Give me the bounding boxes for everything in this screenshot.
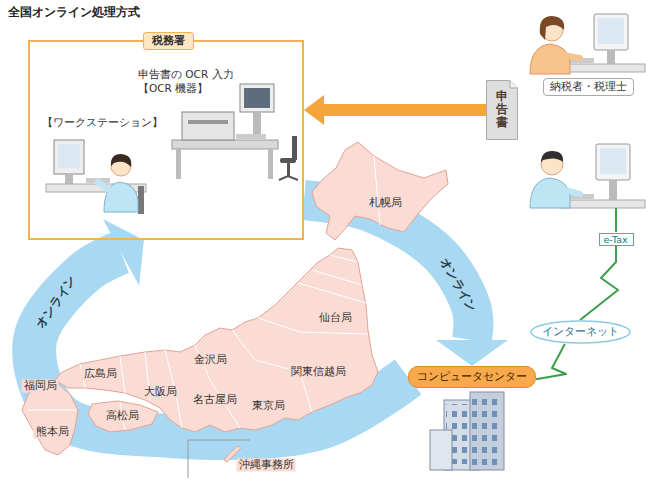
node-text: インターネット (542, 325, 619, 339)
keyboard (236, 134, 266, 139)
region-label: 仙台局 (317, 311, 354, 324)
prefecture-line (298, 283, 366, 303)
chair-base (279, 176, 298, 180)
kyushu-island (22, 384, 78, 455)
ocr-device (182, 112, 234, 140)
person-body (530, 178, 570, 208)
person-hair (541, 151, 563, 163)
prefecture-line (312, 270, 362, 285)
prefecture-line (120, 356, 125, 393)
region-label: 札幌局 (367, 196, 404, 209)
role-label: 納税者・税理士 (543, 78, 634, 96)
person-arm (558, 188, 580, 194)
region-label: 熊本局 (34, 425, 71, 438)
tax-office-box: 税務署申告書の OCR 入力 【OCR 機器】【ワークステーション】 (28, 40, 304, 240)
connector-line (536, 344, 566, 379)
person-arm (558, 54, 580, 58)
node-text: 【ワークステーション】 (42, 116, 163, 130)
arrow-head (304, 95, 324, 125)
accountant-figure (530, 144, 645, 232)
chair-back (138, 186, 144, 214)
workstation-operator (46, 140, 146, 214)
network-wire (615, 208, 617, 232)
region-label: 金沢局 (192, 353, 229, 366)
monitor-stand (253, 112, 261, 134)
etax-tag: e-Tax (599, 233, 634, 246)
ocr-slot (188, 120, 228, 124)
node-text: 税務署 (143, 32, 194, 50)
computer-center-building (430, 392, 504, 470)
diagram-title: 全国オンライン処理方式 (8, 5, 140, 20)
connector (304, 95, 486, 125)
taxpayer-figure (530, 14, 645, 74)
node-text: 申告書の OCR 入力 【OCR 機器】 (138, 68, 242, 95)
region-label: 福岡局 (22, 379, 59, 392)
connector-line (324, 104, 486, 116)
desk (560, 200, 645, 208)
prefecture-lines (28, 156, 380, 430)
monitor-screen (598, 18, 624, 44)
building-block (430, 430, 452, 470)
monitor (594, 14, 628, 50)
connector (536, 344, 566, 379)
prefecture-line (374, 156, 380, 225)
person-arm (98, 182, 112, 192)
region-label: 名古屋局 (191, 393, 239, 406)
connector (580, 246, 618, 321)
region-label: 関東信越局 (289, 365, 348, 378)
node-text: e-Tax (604, 234, 629, 245)
region-label: 大阪局 (142, 385, 179, 398)
node-text: 申告書 (496, 90, 508, 130)
monitor-stand (65, 174, 73, 184)
ocr-station (172, 84, 298, 180)
monitor (240, 84, 274, 112)
person-hair (111, 154, 131, 167)
document-icon: 申告書 (486, 80, 518, 140)
monitor-screen (58, 144, 80, 168)
arrow-head (103, 219, 144, 286)
arrow-head (436, 340, 508, 366)
connector-line (580, 246, 618, 321)
internet-oval: インターネット (530, 320, 631, 344)
chair-back (292, 136, 297, 160)
connector (34, 219, 408, 438)
monitor-screen (244, 88, 270, 108)
prefecture-line (28, 410, 76, 411)
hokkaido-island (312, 142, 448, 240)
prefecture-line (330, 255, 357, 262)
region-label: 東京局 (250, 399, 287, 412)
shikoku-island (88, 401, 158, 432)
japan-map (22, 142, 448, 462)
chair-stem (287, 163, 290, 177)
node-text: 納税者・税理士 (550, 80, 627, 94)
building-windows (472, 396, 502, 466)
region-label: 高松局 (104, 409, 141, 422)
region-label: 広島局 (82, 367, 119, 380)
honshu-island (55, 248, 378, 432)
person-hair (540, 16, 565, 40)
desk-leg (176, 149, 181, 179)
computer-center-box: コンピュータセンター (408, 366, 536, 388)
desk-leg (268, 149, 273, 179)
document-shape (487, 81, 518, 140)
monitor-stand (609, 180, 617, 200)
monitor (54, 140, 84, 174)
desk (172, 140, 278, 149)
monitor-stand (607, 50, 615, 64)
node-text: コンピュータセンター (417, 370, 527, 384)
oval-shape (531, 321, 630, 343)
desk (560, 64, 645, 72)
person-body (530, 44, 570, 74)
document-fold (510, 81, 518, 89)
monitor-screen (600, 148, 626, 174)
region-label: 沖縄事務所 (237, 458, 296, 471)
monitor (596, 144, 630, 180)
